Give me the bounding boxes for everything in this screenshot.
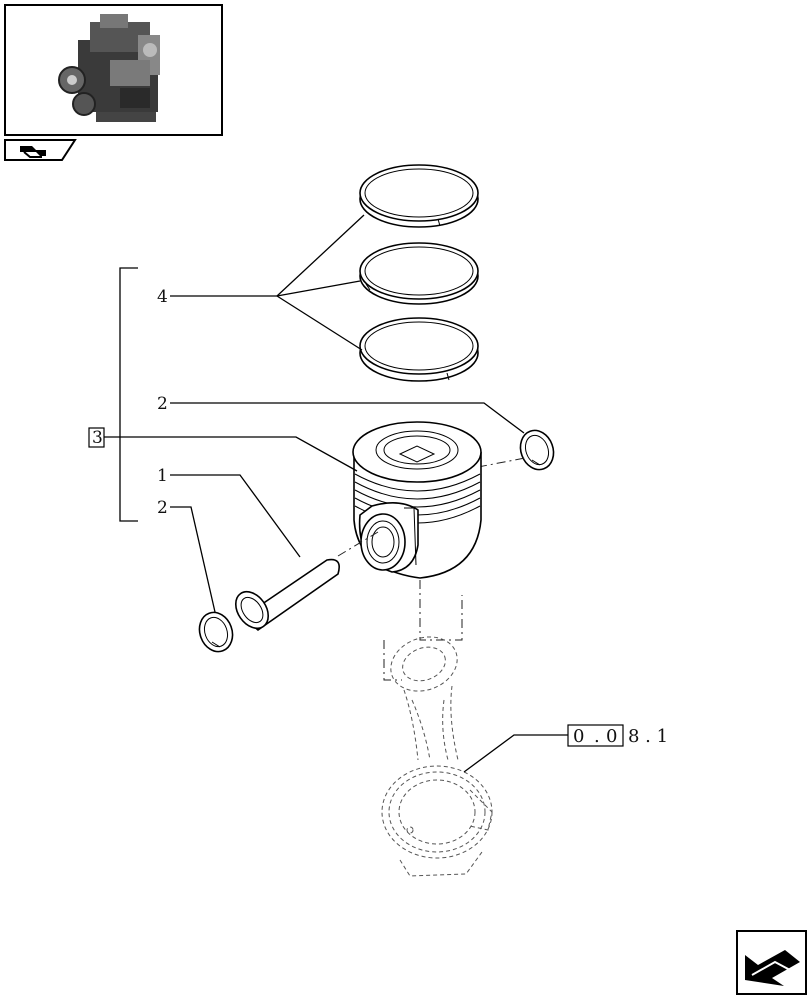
connecting-rod [381,636,493,877]
assembly-bracket [119,267,138,522]
engine-thumbnail[interactable] [4,4,223,136]
previous-page-button[interactable] [736,930,807,995]
engine-thumbnail-icon [58,14,160,122]
piston [352,421,482,579]
leader-cross-reference [463,734,568,773]
leader-piston-assembly [104,436,358,472]
piston-ring-bottom [359,317,479,382]
callout-snap-ring-lower: 2 [157,498,168,518]
callout-piston-assembly: 3 [92,428,103,448]
cross-reference[interactable]: 0 . 0 8 . 1 [567,724,668,747]
snap-ring-lower [198,611,234,653]
leader-rings [170,214,365,351]
cross-reference-part-2: 0 [606,726,617,747]
cross-reference-separator: . [594,726,600,747]
snap-ring-upper [519,429,555,471]
assembly-guides [383,580,463,681]
piston-ring-top [359,164,479,228]
leader-snap-ring-upper [170,402,525,434]
previous-page-arrow-icon [745,950,800,986]
cross-reference-part-1: 0 [573,726,584,747]
callout-snap-ring-upper: 2 [157,394,168,414]
piston-ring-middle [359,242,479,305]
leader-pin [170,474,301,558]
callout-pin: 1 [157,466,168,486]
callout-piston-assembly-box[interactable]: 3 [88,427,105,448]
leader-snap-ring-lower [170,506,216,613]
piston-pin [234,558,340,632]
cross-reference-rest: 8 . 1 [628,726,668,747]
engine-component-tab[interactable] [4,139,77,161]
engine-component-tab-icon [20,146,46,158]
callout-rings: 4 [157,287,168,307]
